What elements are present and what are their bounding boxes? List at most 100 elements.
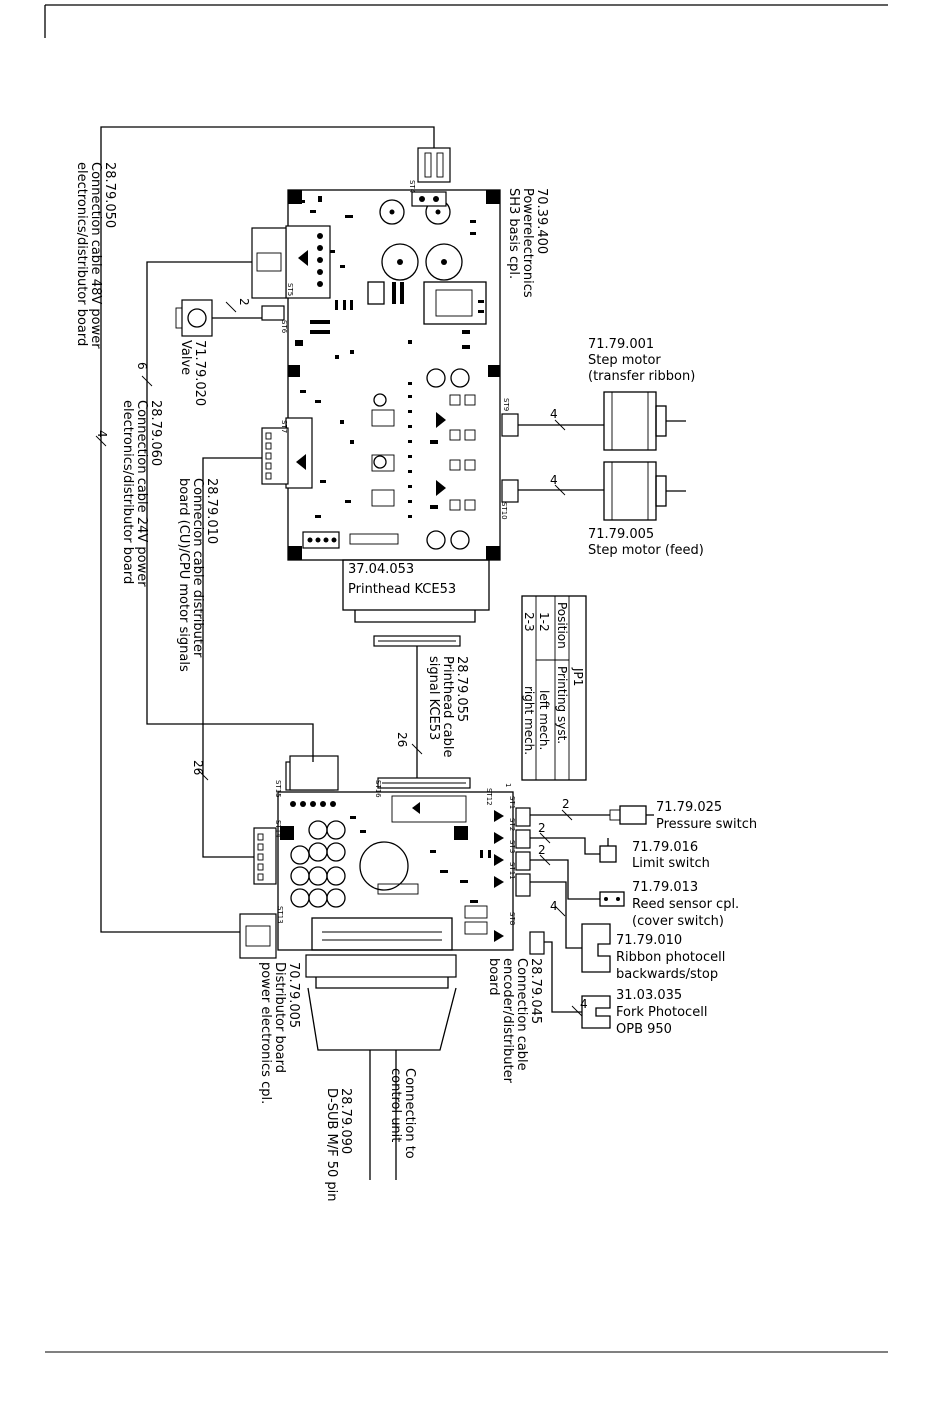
step-motor-ribbon-wires: 4 [550,407,558,421]
step-motor-ribbon-drawing [603,391,686,451]
pressure-switch-name: Pressure switch [656,817,757,832]
st6-connector: ST6 [261,305,288,334]
st1-label: ST1 [508,796,516,809]
encoder-cable-label: 28.79.045 Connection cable encoder/distr… [486,958,543,1084]
cable-24v-wires: 6 [135,362,149,370]
st9-label: ST9 [502,398,510,411]
st14-connector: ST14 [253,820,282,885]
reed-sensor-number: 71.79.013 [632,880,698,895]
page-frame [44,4,888,1353]
cable-motor-line-1: Connecion cable distributer [190,478,205,658]
encoder-cable-line-1: Connection cable [514,958,529,1071]
step-motor-feed-wires: 4 [550,473,558,487]
pin1-label: 1 [504,783,512,787]
st11-label: ST11 [508,862,516,880]
st16-label: ST16 [374,780,382,798]
printhead-cable-line-1: Printhead cable [440,656,455,757]
st4-connector: ST4 [408,147,451,194]
encoder-cable-line-2: encoder/distributer [500,958,515,1084]
dsub-connector [305,954,457,1180]
encoder-cable-number: 28.79.045 [528,958,543,1024]
dsub-cable-name: D-SUB M/F 50 pin [324,1088,339,1202]
distributor-board-label: 70.79.005 Distributor board power electr… [258,962,301,1104]
limit-switch-number: 71.79.016 [632,840,698,855]
jp1-table-text: JP1 Position Printing syst. 1-2 left mec… [522,602,585,755]
jp1-header-printing: Printing syst. [555,666,569,744]
st12-label: ST12 [485,788,493,806]
wires [95,126,610,1017]
valve-name: Valve [178,340,193,375]
jp1-header-position: Position [555,602,569,649]
st14-label: ST14 [274,820,282,838]
printhead-number: 37.04.053 [348,562,414,577]
valve-drawing [175,299,262,337]
ribbon-photocell-line-2: backwards/stop [616,967,718,982]
jp1-row2-system: right mech. [522,686,536,755]
cable-48v-wires: 4 [95,430,109,438]
st3-label: ST3 [508,840,516,853]
reed-sensor-wires: 2 [538,843,546,857]
distributor-board-line-1: Distributor board [272,962,287,1073]
st2-label: ST2 [508,818,516,831]
jp1-title: JP1 [571,667,585,686]
valve-number: 71.79.020 [192,340,207,406]
power-board-line-2: SH3 basis cpl. [506,188,521,279]
ribbon-photocell-drawing [581,923,611,973]
encoder-cable-line-3: board [486,958,501,996]
jp1-row2-position: 2-3 [522,612,536,632]
st10-label: ST10 [500,502,508,520]
reed-sensor-line-2: (cover switch) [632,914,724,929]
st13-label: ST13 [276,906,284,924]
st5-label: ST5 [286,283,294,296]
step-motor-feed-label: 71.79.005 Step motor (feed) [588,527,704,558]
st9-connector: ST9 [501,398,519,437]
ribbon-photocell-wires: 4 [550,899,558,913]
fork-photocell-wires: 4 [580,997,588,1011]
cable-48v-line-1: Connection cable 48V power [88,162,103,349]
st10-connector: ST10 [500,479,519,520]
distributor-board-line-2: power electronics cpl. [258,962,273,1104]
limit-switch-wires: 2 [538,821,546,835]
fork-photocell-number: 31.03.035 [616,988,682,1003]
reed-sensor-label: 71.79.013 Reed sensor cpl. (cover switch… [632,880,739,929]
pressure-switch-wires: 2 [562,797,570,811]
distributor-board [277,761,545,955]
fork-photocell-line-2: OPB 950 [616,1022,672,1037]
cable-24v-label: 28.79.060 Connection cable 24V power ele… [120,400,163,587]
power-electronics-board [285,189,501,561]
fork-photocell-label: 31.03.035 Fork Photocell OPB 950 [616,988,707,1037]
printhead-name: Printhead KCE53 [348,582,456,597]
fork-photocell-drawing [581,995,611,1029]
cable-48v-line-2: electronics/distributor board [74,162,89,346]
step-motor-ribbon-line-1: Step motor [588,353,661,368]
jp1-row1-system: left mech. [537,690,551,750]
control-connection-label: Connection to control unit [388,1068,417,1159]
step-motor-ribbon-line-2: (transfer ribbon) [588,369,695,384]
printhead-cable-label: 28.79.055 Printhead cable signal KCE53 [426,656,469,757]
limit-switch-name: Limit switch [632,856,710,871]
st4-label: ST4 [408,180,416,194]
st13-connector: ST13 [239,906,284,959]
dsub-cable-label: 28.79.090 D-SUB M/F 50 pin [324,1088,353,1202]
st15-connector: ST15 [274,755,339,798]
limit-switch-drawing [599,838,617,863]
power-board-label: 70.39.400 Powerelectronics SH3 basis cpl… [506,188,549,298]
cable-motor-number: 28.79.010 [204,478,219,544]
printhead-cable-line-2: signal KCE53 [426,656,441,740]
st7-label: ST7 [280,420,288,433]
st7-connector: ST7 [261,420,289,485]
jp1-row1-position: 1-2 [537,612,551,632]
reed-sensor-line-1: Reed sensor cpl. [632,897,739,912]
st6-label: ST6 [280,320,288,334]
valve-label: 71.79.020 Valve [178,340,207,406]
distributor-board-number: 70.79.005 [286,962,301,1028]
control-connection-line-1: Connection to [402,1068,417,1159]
ribbon-photocell-number: 71.79.010 [616,933,682,948]
step-motor-feed-drawing [603,461,686,521]
pressure-switch-label: 71.79.025 Pressure switch [656,800,757,832]
power-board-number: 70.39.400 [534,188,549,254]
st15-label: ST15 [274,780,282,798]
printhead-cable-number: 28.79.055 [454,656,469,722]
